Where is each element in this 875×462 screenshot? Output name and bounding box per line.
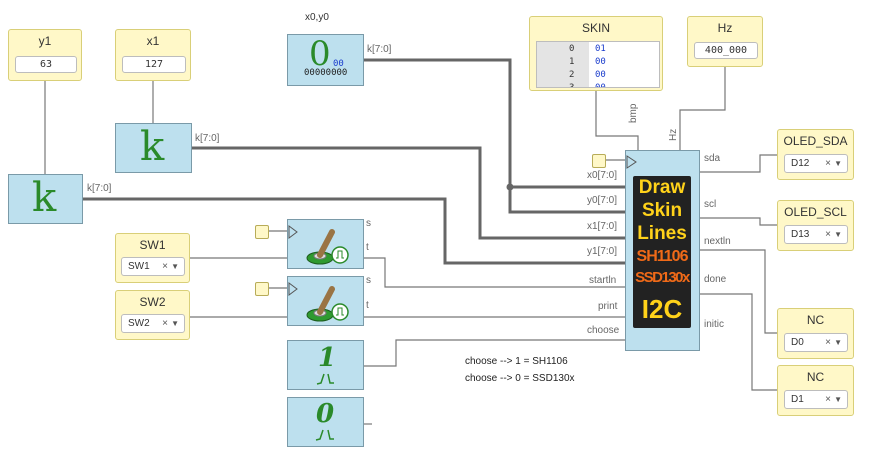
- chip-line-draw: Draw: [638, 177, 686, 198]
- output-label-nextln: nextln: [704, 236, 731, 247]
- top-input-label-hz: Hz: [668, 128, 679, 141]
- wire-nextln: [700, 249, 777, 334]
- bus-y0: [508, 187, 625, 214]
- output-label-scl: scl: [704, 199, 717, 210]
- const-x0y0-out-label: k[7:0]: [367, 44, 392, 55]
- chip-line-lines: Lines: [637, 223, 687, 244]
- const-x0y0-node[interactable]: 0 00 00000000: [287, 34, 364, 86]
- wire-choose: [364, 339, 625, 367]
- config-hz-value[interactable]: 400_000: [694, 42, 758, 59]
- config-nc-d1-title: NC: [806, 370, 825, 384]
- const-x0y0-bits: 00000000: [304, 68, 348, 78]
- top-input-label-bmp: bmp: [628, 103, 639, 123]
- bus-y1: [82, 197, 625, 265]
- bus-x1: [192, 146, 625, 240]
- config-y1-value[interactable]: 63: [15, 56, 77, 73]
- pulse2-pin-t: t: [366, 300, 369, 311]
- switch-sw2[interactable]: SW2 SW2×▼: [115, 290, 190, 340]
- k-node-x1-out-label: k[7:0]: [195, 133, 220, 144]
- config-oled-scl-title: OLED_SCL: [784, 205, 847, 219]
- input-label-startln: startln: [589, 275, 617, 286]
- config-y1[interactable]: y1 63: [8, 29, 82, 81]
- k-node-x1[interactable]: k: [115, 123, 192, 173]
- const-1-digit: 1: [318, 343, 337, 373]
- switch-sw2-title: SW2: [139, 295, 166, 309]
- config-x1-value[interactable]: 127: [122, 56, 186, 73]
- const-0-node[interactable]: 0: [287, 397, 364, 447]
- legs-icon: [315, 429, 334, 441]
- chip-line-skin: Skin: [641, 200, 683, 221]
- config-oled-scl-select[interactable]: D13×▼: [784, 225, 848, 244]
- pulse1-pin-t: t: [366, 242, 369, 253]
- wire-hz-to-node: [679, 67, 726, 150]
- input-label-y0: y0[7:0]: [587, 195, 618, 206]
- config-oled-sda-select[interactable]: D12×▼: [784, 154, 848, 173]
- input-label-x0: x0[7:0]: [587, 170, 618, 181]
- switch-sw1-title: SW1: [139, 238, 166, 252]
- legs-icon: [316, 373, 334, 385]
- config-nc-d0-title: NC: [806, 313, 825, 327]
- wire-startln: [364, 257, 625, 288]
- config-nc-d0[interactable]: NC D0×▼: [777, 308, 854, 359]
- chip-line-ssd130x: SSD130x: [635, 269, 690, 286]
- k-glyph: k: [32, 175, 57, 221]
- main-node-button[interactable]: [592, 154, 606, 168]
- config-oled-sda-title: OLED_SDA: [783, 134, 848, 148]
- input-label-x1: x1[7:0]: [587, 221, 618, 232]
- config-hz-title: Hz: [717, 21, 733, 35]
- bus-junction: [506, 183, 514, 191]
- wire-skin-to-bmp: [595, 91, 639, 150]
- clock-triangle-icon: [626, 155, 637, 169]
- const-x0y0-title: x0,y0: [305, 12, 329, 23]
- output-label-initic: initic: [704, 319, 725, 330]
- const-x0y0-sub: 00: [333, 59, 344, 69]
- config-nc-d1-select[interactable]: D1×▼: [784, 390, 848, 409]
- switch-sw1[interactable]: SW1 SW1×▼: [115, 233, 190, 283]
- pulse2-pin-s: s: [366, 275, 371, 286]
- config-oled-scl[interactable]: OLED_SCL D13×▼: [777, 200, 854, 251]
- switch-sw2-select[interactable]: SW2×▼: [121, 314, 185, 333]
- const-x0y0-digit: 0: [309, 34, 331, 74]
- output-label-sda: sda: [704, 153, 721, 164]
- config-x1-title: x1: [146, 34, 160, 48]
- pulse-icon: [288, 282, 349, 322]
- config-nc-d1[interactable]: NC D1×▼: [777, 365, 854, 416]
- switch-sw1-select[interactable]: SW1×▼: [121, 257, 185, 276]
- wire-scl: [700, 217, 777, 226]
- comment-choose-1: choose --> 1 = SH1106: [465, 356, 568, 367]
- input-label-choose: choose: [587, 325, 620, 336]
- output-label-done: done: [704, 274, 727, 285]
- pulse1-pin-s: s: [366, 218, 371, 229]
- k-node-y1-out-label: k[7:0]: [87, 183, 112, 194]
- k-glyph: k: [140, 124, 165, 170]
- chip-line-sh1106: SH1106: [636, 248, 689, 265]
- k-node-y1[interactable]: k: [8, 174, 83, 224]
- config-x1[interactable]: x1 127: [115, 29, 191, 81]
- config-hz[interactable]: Hz 400_000: [687, 16, 763, 67]
- pulse2-button[interactable]: [255, 282, 269, 296]
- const-1-node[interactable]: 1: [287, 340, 364, 390]
- config-y1-title: y1: [38, 34, 52, 48]
- wire-done: [700, 293, 777, 391]
- config-oled-sda[interactable]: OLED_SDA D12×▼: [777, 129, 854, 180]
- pulse1-button[interactable]: [255, 225, 269, 239]
- config-nc-d0-select[interactable]: D0×▼: [784, 333, 848, 352]
- comment-choose-0: choose --> 0 = SSD130x: [465, 373, 575, 384]
- pulse-icon: [288, 225, 349, 265]
- chip-line-i2c: I2C: [641, 294, 683, 324]
- main-node-chip: Draw Skin Lines SH1106 SSD130x I2C: [633, 176, 691, 328]
- wire-sda: [700, 154, 777, 173]
- input-label-print: print: [598, 301, 618, 312]
- bus-x0: [364, 58, 625, 189]
- input-label-y1: y1[7:0]: [587, 246, 618, 257]
- pulse-node-1[interactable]: [287, 219, 364, 269]
- pulse-node-2[interactable]: [287, 276, 364, 326]
- const-0-digit: 0: [316, 399, 335, 429]
- config-skin-title: SKIN: [581, 21, 610, 35]
